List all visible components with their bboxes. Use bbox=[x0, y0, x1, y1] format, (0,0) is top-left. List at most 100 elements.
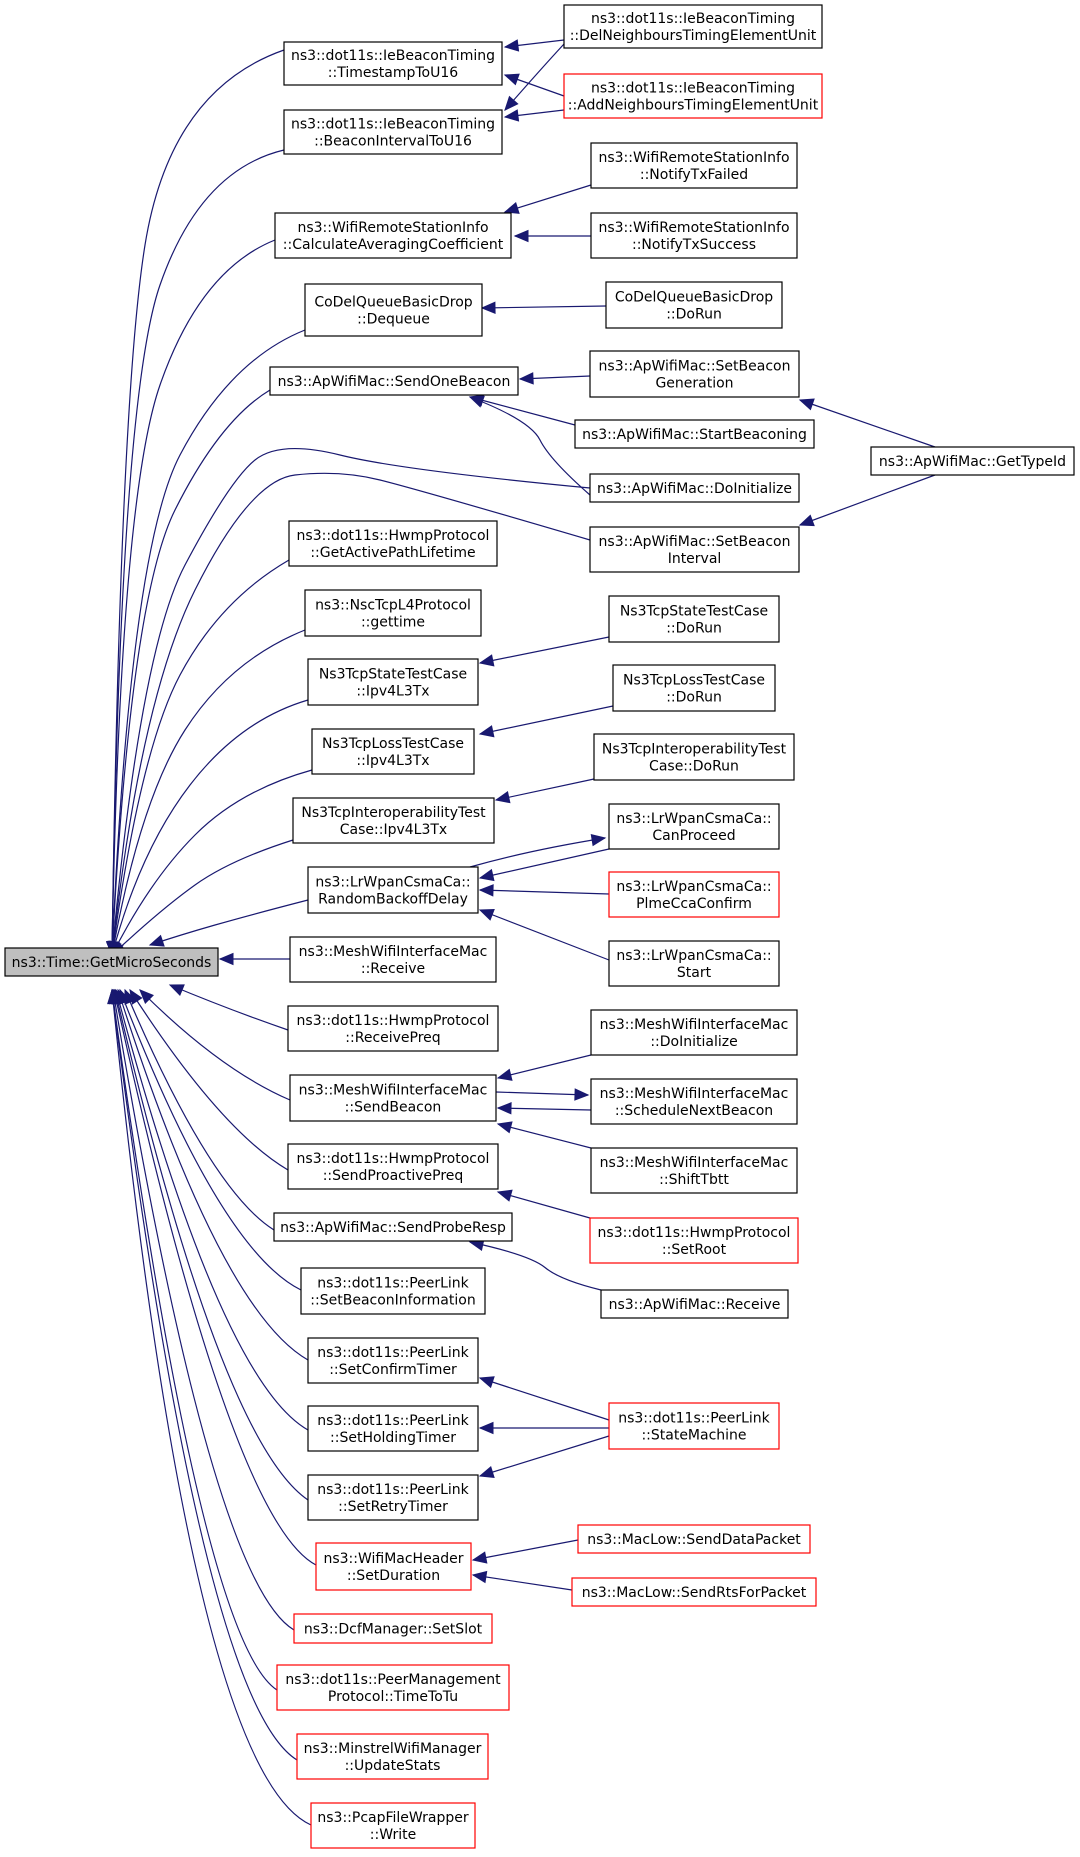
node-label: ::ReceivePreq bbox=[345, 1030, 440, 1046]
node-apinit[interactable]: ns3::ApWifiMac::DoInitialize bbox=[589, 473, 800, 503]
node-delnb[interactable]: ns3::dot11s::IeBeaconTiming::DelNeighbou… bbox=[563, 4, 823, 49]
node-setroot[interactable]: ns3::dot11s::HwmpProtocol::SetRoot bbox=[589, 1217, 799, 1264]
node-sppreq[interactable]: ns3::dot11s::HwmpProtocol::SendProactive… bbox=[287, 1143, 499, 1190]
node-label: ns3::PcapFileWrapper bbox=[317, 1810, 468, 1826]
edge-codelrun-to-codeldq bbox=[481, 305, 607, 309]
node-label: Ns3TcpLossTestCase bbox=[322, 736, 464, 752]
node-stateipv4[interactable]: Ns3TcpStateTestCase::Ipv4L3Tx bbox=[307, 658, 479, 706]
node-label: Start bbox=[677, 965, 712, 981]
node-box bbox=[307, 866, 479, 914]
node-aprecv[interactable]: ns3::ApWifiMac::Receive bbox=[600, 1289, 789, 1319]
edge-plmecca-to-rbd bbox=[479, 889, 610, 895]
node-box bbox=[563, 4, 823, 49]
arrow-head bbox=[798, 514, 815, 527]
node-box bbox=[287, 1005, 499, 1052]
node-label: CanProceed bbox=[652, 828, 735, 844]
node-label: ::Receive bbox=[361, 961, 425, 977]
node-sob[interactable]: ns3::ApWifiMac::SendOneBeacon bbox=[269, 366, 519, 396]
node-box bbox=[304, 589, 482, 637]
node-sdp[interactable]: ns3::MacLow::SendDataPacket bbox=[577, 1524, 811, 1554]
node-label: ns3::dot11s::HwmpProtocol bbox=[297, 528, 490, 544]
node-sct[interactable]: ns3::dot11s::PeerLink::SetConfirmTimer bbox=[307, 1337, 479, 1384]
node-mwrecv[interactable]: ns3::MeshWifiInterfaceMac::Receive bbox=[289, 936, 497, 983]
node-ts16[interactable]: ns3::dot11s::IeBeaconTiming::TimestampTo… bbox=[283, 41, 503, 86]
node-srts[interactable]: ns3::MacLow::SendRtsForPacket bbox=[571, 1577, 817, 1607]
node-box bbox=[608, 595, 780, 643]
arrow-head bbox=[478, 1466, 495, 1478]
arrow-head bbox=[798, 398, 815, 411]
node-codeldq[interactable]: CoDelQueueBasicDrop::Dequeue bbox=[304, 283, 483, 337]
node-box bbox=[574, 419, 815, 449]
node-label: ::UpdateStats bbox=[345, 1758, 441, 1774]
edge-sht-to-root bbox=[115, 989, 309, 1431]
node-schednb[interactable]: ns3::MeshWifiInterfaceMac::ScheduleNextB… bbox=[590, 1078, 798, 1125]
node-bi16[interactable]: ns3::dot11s::IeBeaconTiming::BeaconInter… bbox=[283, 109, 503, 155]
node-srt[interactable]: ns3::dot11s::PeerLink::SetRetryTimer bbox=[307, 1474, 479, 1521]
node-box bbox=[296, 1733, 489, 1780]
edge-statem-to-sct bbox=[479, 1377, 610, 1421]
node-gettid[interactable]: ns3::ApWifiMac::GetTypeId bbox=[870, 446, 1075, 476]
node-sendbeacon[interactable]: ns3::MeshWifiInterfaceMac::SendBeacon bbox=[289, 1074, 497, 1122]
arrow-head bbox=[513, 229, 529, 243]
node-slot[interactable]: ns3::DcfManager::SetSlot bbox=[293, 1613, 493, 1644]
node-box bbox=[289, 936, 497, 983]
arrow-head bbox=[218, 952, 234, 966]
node-lossrun[interactable]: Ns3TcpLossTestCase::DoRun bbox=[612, 664, 776, 712]
node-box bbox=[589, 1217, 799, 1264]
node-label: Ns3TcpInteroperabilityTest bbox=[602, 742, 787, 758]
node-label: ::GetActivePathLifetime bbox=[310, 545, 475, 561]
arrow-head bbox=[503, 73, 520, 86]
node-lossipv4[interactable]: Ns3TcpLossTestCase::Ipv4L3Tx bbox=[311, 728, 475, 775]
node-txfail[interactable]: ns3::WifiRemoteStationInfo::NotifyTxFail… bbox=[590, 142, 798, 189]
node-rbd[interactable]: ns3::LrWpanCsmaCa::RandomBackoffDelay bbox=[307, 866, 479, 914]
node-ust[interactable]: ns3::MinstrelWifiManager::UpdateStats bbox=[296, 1733, 489, 1780]
node-sdur[interactable]: ns3::WifiMacHeader::SetDuration bbox=[315, 1542, 472, 1591]
edge-spr-to-root bbox=[124, 989, 275, 1231]
node-label: Protocol::TimeToTu bbox=[328, 1689, 458, 1705]
node-codelrun[interactable]: CoDelQueueBasicDrop::DoRun bbox=[605, 281, 783, 329]
node-sbi[interactable]: ns3::dot11s::PeerLink::SetBeaconInformat… bbox=[300, 1267, 486, 1315]
node-label: Ns3TcpStateTestCase bbox=[319, 667, 467, 683]
edge-sendbeacon-to-root bbox=[139, 989, 291, 1101]
node-label: ns3::ApWifiMac::StartBeaconing bbox=[582, 427, 807, 443]
node-shifttbtt[interactable]: ns3::MeshWifiInterfaceMac::ShiftTbtt bbox=[590, 1147, 798, 1194]
edge-txfail-to-calc bbox=[504, 184, 592, 213]
edge-bi16-to-root bbox=[111, 149, 285, 956]
node-plmecca[interactable]: ns3::LrWpanCsmaCa::PlmeCcaConfirm bbox=[608, 871, 780, 918]
node-label: ns3::dot11s::PeerLink bbox=[317, 1276, 469, 1292]
node-staterun[interactable]: Ns3TcpStateTestCase::DoRun bbox=[608, 595, 780, 643]
node-pcap[interactable]: ns3::PcapFileWrapper::Write bbox=[310, 1802, 476, 1849]
node-statem[interactable]: ns3::dot11s::PeerLink::StateMachine bbox=[608, 1402, 780, 1450]
node-label: ns3::MeshWifiInterfaceMac bbox=[600, 1017, 789, 1033]
arrow-head bbox=[496, 1102, 512, 1115]
node-ttt[interactable]: ns3::dot11s::PeerManagementProtocol::Tim… bbox=[276, 1664, 510, 1711]
node-rpreq[interactable]: ns3::dot11s::HwmpProtocol::ReceivePreq bbox=[287, 1005, 499, 1052]
node-box bbox=[307, 1474, 479, 1521]
node-label: ns3::MeshWifiInterfaceMac bbox=[299, 1083, 488, 1099]
node-lrstart[interactable]: ns3::LrWpanCsmaCa::Start bbox=[608, 940, 780, 987]
node-stb[interactable]: ns3::ApWifiMac::StartBeaconing bbox=[574, 419, 815, 449]
node-canproc[interactable]: ns3::LrWpanCsmaCa::CanProceed bbox=[608, 803, 780, 850]
edge-ust-to-root bbox=[111, 989, 298, 1761]
edge-statem-to-srt bbox=[479, 1435, 610, 1477]
node-txsucc[interactable]: ns3::WifiRemoteStationInfo::NotifyTxSucc… bbox=[590, 212, 798, 259]
node-label: ns3::MeshWifiInterfaceMac bbox=[299, 944, 488, 960]
node-label: ns3::dot11s::PeerLink bbox=[317, 1413, 469, 1429]
node-mwinit[interactable]: ns3::MeshWifiInterfaceMac::DoInitialize bbox=[590, 1009, 798, 1056]
node-nsc[interactable]: ns3::NscTcpL4Protocol::gettime bbox=[304, 589, 482, 637]
node-apl[interactable]: ns3::dot11s::HwmpProtocol::GetActivePath… bbox=[288, 520, 498, 567]
node-spr[interactable]: ns3::ApWifiMac::SendProbeResp bbox=[273, 1212, 513, 1242]
node-box bbox=[608, 871, 780, 918]
node-label: Interval bbox=[668, 551, 722, 567]
node-addnb[interactable]: ns3::dot11s::IeBeaconTiming::AddNeighbou… bbox=[563, 73, 823, 119]
node-sht[interactable]: ns3::dot11s::PeerLink::SetHoldingTimer bbox=[307, 1405, 479, 1452]
node-root[interactable]: ns3::Time::GetMicroSeconds bbox=[4, 947, 219, 977]
node-label: ::DoRun bbox=[666, 621, 722, 637]
node-calc[interactable]: ns3::WifiRemoteStationInfo::CalculateAve… bbox=[274, 212, 512, 259]
edge-apinit-to-sob bbox=[469, 396, 591, 496]
